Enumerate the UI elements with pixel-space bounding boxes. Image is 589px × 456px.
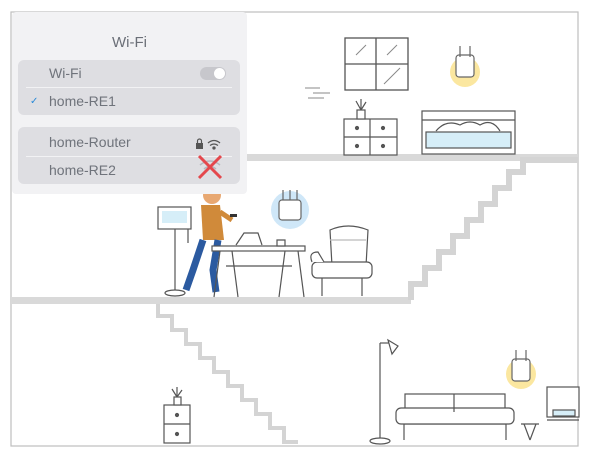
house-outline	[10, 11, 579, 447]
wifi-settings-panel: Wi-Fi Wi-Fi ✓ home-RE1 home-Router	[12, 12, 247, 194]
wifi-toggle-label: Wi-Fi	[49, 65, 82, 81]
divider	[26, 87, 232, 88]
network-row-home-router[interactable]: home-Router	[18, 129, 240, 156]
desk	[211, 232, 306, 298]
checkmark-icon: ✓	[30, 96, 39, 107]
standing-lamp	[369, 338, 399, 445]
armchair	[310, 225, 373, 296]
lock-wifi-icons	[196, 138, 221, 150]
wifi-icon	[207, 139, 221, 150]
network-name: home-RE2	[49, 162, 116, 178]
toggle-knob	[214, 68, 225, 79]
panel-title: Wi-Fi	[112, 34, 147, 51]
router-icon	[278, 190, 302, 221]
person-with-phone	[182, 184, 237, 293]
wifi-toggle-switch[interactable]	[200, 67, 226, 80]
wifi-group: Wi-Fi ✓ home-RE1	[18, 60, 240, 115]
extender-icon-lower	[511, 350, 531, 382]
divider	[26, 156, 232, 157]
network-name: home-Router	[49, 134, 131, 150]
bed	[421, 110, 516, 155]
upper-staircase	[408, 157, 578, 300]
no-signal-icon	[197, 154, 223, 180]
window	[344, 37, 409, 91]
side-table	[521, 423, 539, 441]
lower-staircase	[156, 304, 298, 444]
nightstand-lower	[163, 387, 191, 444]
lock-icon	[196, 138, 203, 149]
sofa	[395, 393, 515, 440]
network-row-home-re2[interactable]: home-RE2	[18, 154, 240, 184]
network-row-connected[interactable]: ✓ home-RE1	[18, 88, 240, 115]
upper-floor	[11, 154, 578, 161]
networks-group: home-Router home-RE2	[18, 127, 240, 184]
connected-network-name: home-RE1	[49, 93, 116, 109]
wifi-toggle-row[interactable]: Wi-Fi	[18, 60, 240, 87]
floor-lamp	[157, 206, 192, 297]
extender-icon	[455, 46, 475, 78]
brick-marks	[305, 87, 330, 99]
middle-floor	[11, 297, 411, 304]
tv-shelf	[546, 386, 580, 421]
nightstand-upper	[343, 99, 398, 156]
